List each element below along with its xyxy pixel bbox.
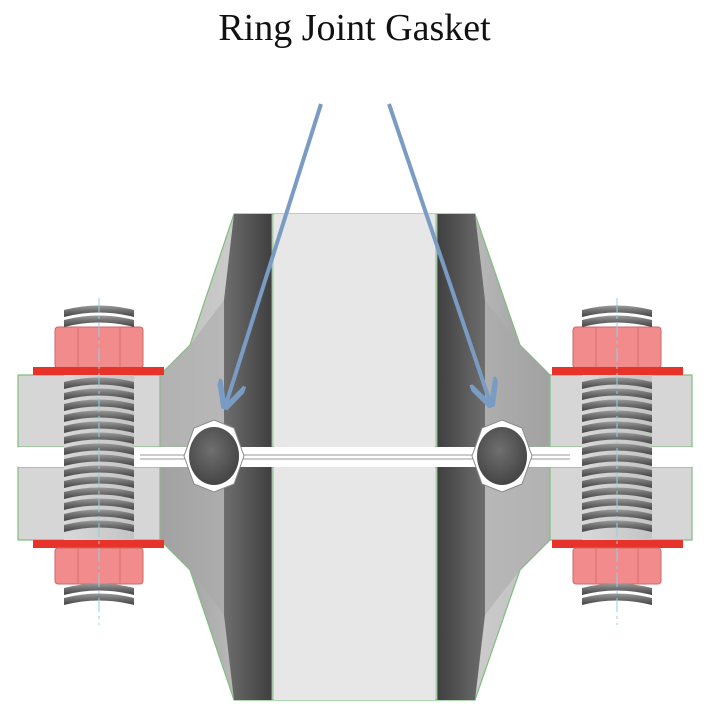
lower-bore-wall-left <box>224 467 272 700</box>
lower-bore <box>274 467 435 700</box>
upper-bore-wall-right <box>437 214 485 447</box>
upper-bore <box>274 214 435 447</box>
gasket-left <box>183 419 245 493</box>
arrow-right <box>387 103 490 402</box>
bolt-right <box>552 298 683 625</box>
lower-flange <box>17 466 693 701</box>
diagram-title: Ring Joint Gasket <box>218 7 491 49</box>
lower-bore-wall-right <box>437 467 485 700</box>
bolt-right-upper-washer <box>552 367 683 375</box>
gasket-right <box>471 419 533 493</box>
bolt-left <box>33 298 164 625</box>
bolt-left-upper-washer <box>33 367 164 375</box>
arrow-left <box>226 103 323 404</box>
